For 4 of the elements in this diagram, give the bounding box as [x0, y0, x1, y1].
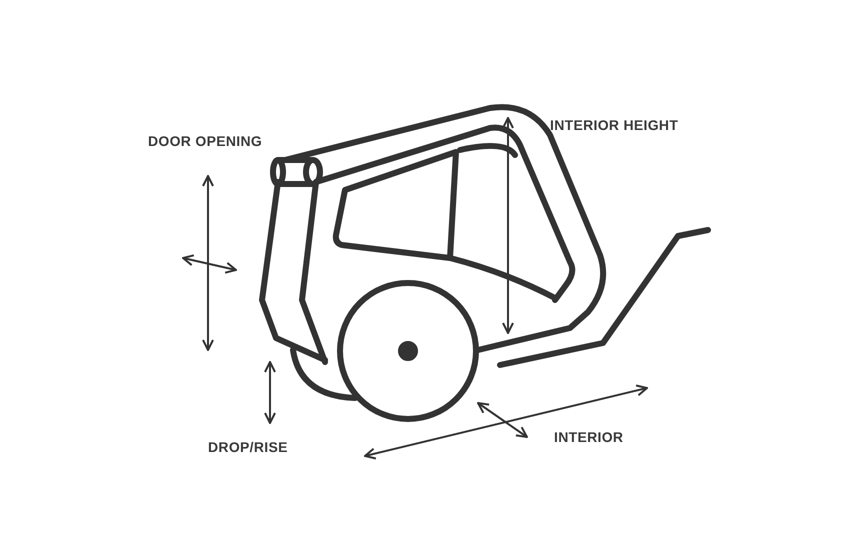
dimension-label: INTERIOR HEIGHT	[550, 117, 678, 133]
dimension-label: DOOR OPENING	[148, 133, 262, 149]
dimension-label: DROP/RISE	[208, 439, 288, 455]
dimension-label: INTERIOR	[554, 429, 624, 445]
